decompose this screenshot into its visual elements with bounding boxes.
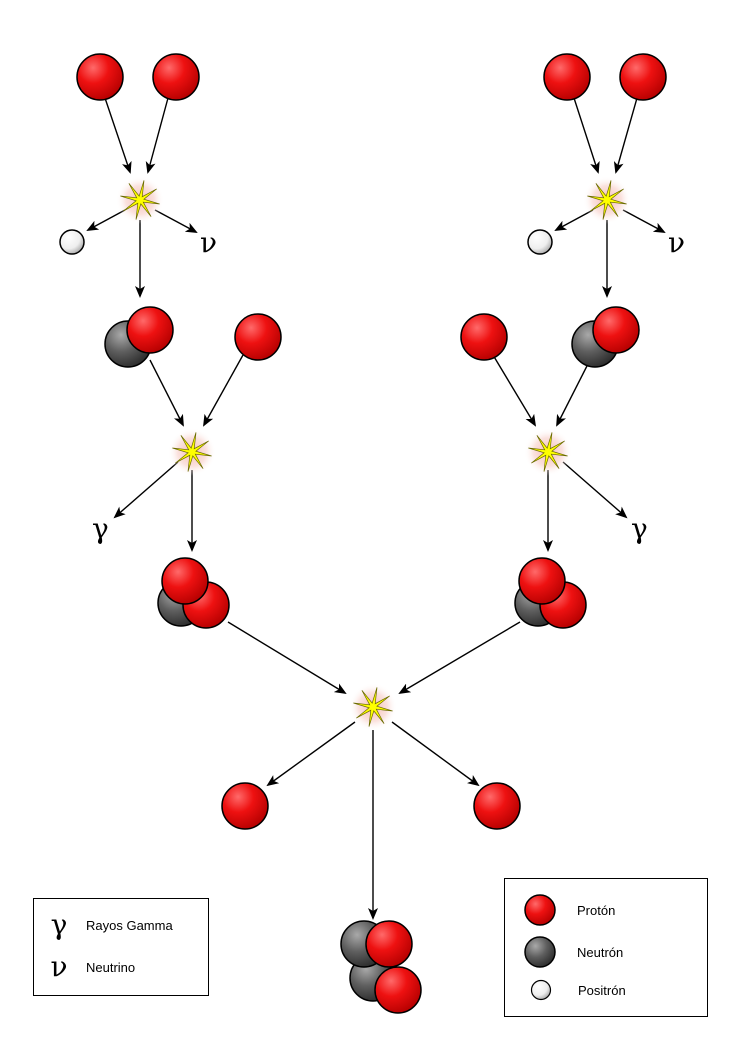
arrow [227,621,347,695]
arrow [149,359,184,427]
proton [592,306,640,354]
gamma-label: γ [631,512,648,545]
proton-icon [524,894,556,926]
gamma-symbol: γ [50,908,68,941]
positron [59,229,85,255]
fusion-flash [116,176,164,224]
arrow [398,621,521,695]
positron [527,229,553,255]
legend-label: Neutrino [86,959,136,975]
legend-label: Rayos Gamma [86,917,173,933]
legend-label: Neutrón [577,944,624,960]
proton [161,557,209,605]
neutrino-symbol: ν [50,950,68,983]
proton [221,782,269,830]
particles [59,53,667,1014]
legend-item-positron: Positrón [530,979,626,1001]
arrow [266,721,356,787]
arrow [492,354,537,427]
legend-item-neutron: Neutrón [523,935,623,969]
fusion-flashes [116,176,631,731]
legend-item-gamma: γ Rayos Gamma [46,911,173,939]
legend-item-proton: Protón [523,893,615,927]
proton [126,306,174,354]
fusion-flash [168,428,216,476]
particle-legend: Protón Neutrón Positrón [504,878,708,1017]
arrow [86,209,126,231]
legend-item-neutrino: ν Neutrino [46,953,135,981]
proton [543,53,591,101]
fusion-flash [524,428,572,476]
proton [473,782,521,830]
arrow [554,209,594,231]
fusion-flash [583,176,631,224]
proton [234,313,282,361]
arrow [562,461,628,519]
proton [518,557,566,605]
arrow [613,97,638,174]
arrow [556,359,591,427]
neutrino-label: ν [668,226,685,259]
arrow [573,97,600,174]
proton [76,53,124,101]
arrow [391,721,480,787]
legend-label: Positrón [578,982,626,998]
arrow [113,461,179,519]
legend-label: Protón [577,902,616,918]
arrow [622,209,666,233]
arrows [86,97,666,920]
arrow [203,354,244,427]
proton [374,966,422,1014]
neutron-icon [524,936,556,968]
emission-labels: ν ν γ γ [92,226,685,545]
fusion-flash [349,683,397,731]
arrow [145,97,169,174]
neutrino-label: ν [200,226,217,259]
arrow [154,209,198,233]
arrow [104,97,132,174]
positron-icon [530,979,552,1001]
proton [460,313,508,361]
proton [619,53,667,101]
proton [365,920,413,968]
proton [152,53,200,101]
gamma-label: γ [92,512,109,545]
symbol-legend: γ Rayos Gamma ν Neutrino [33,898,209,996]
